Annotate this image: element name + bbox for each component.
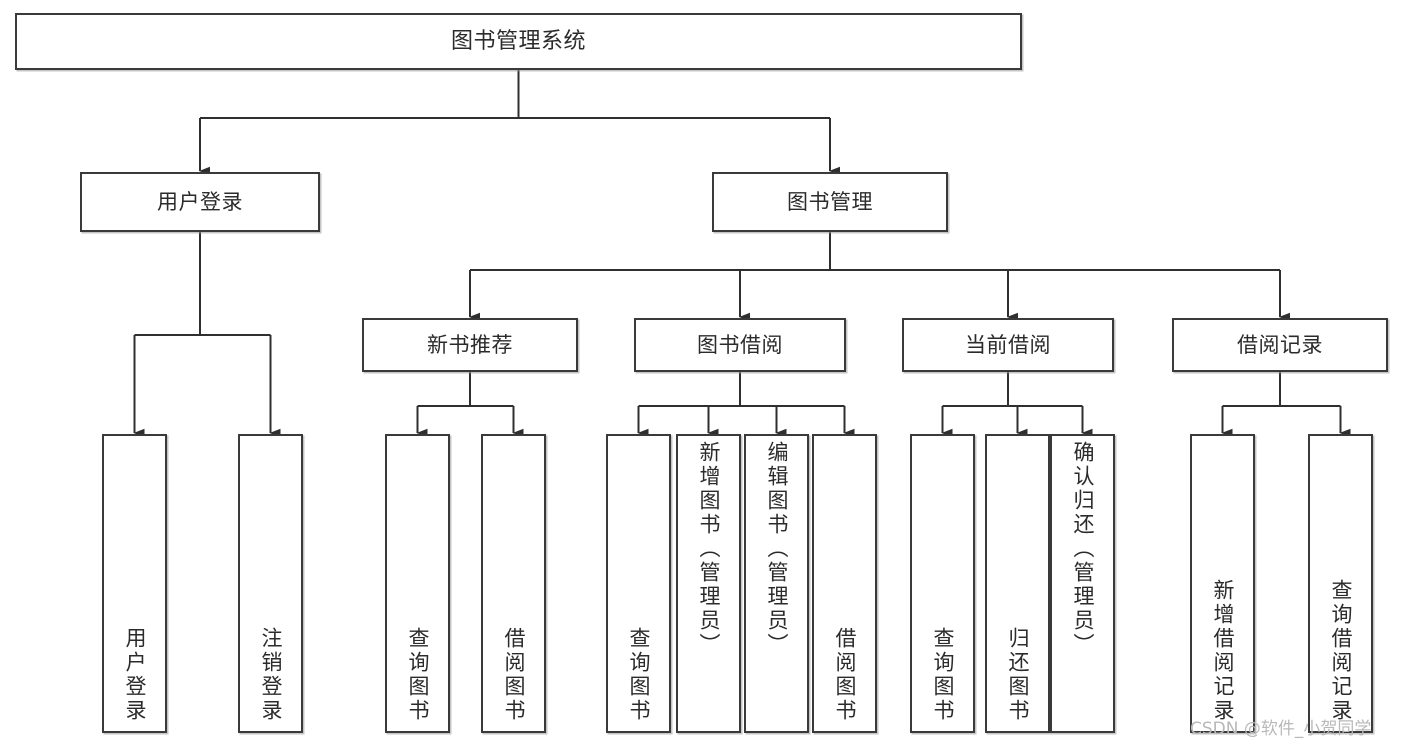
node-label-leaf-cu-cfm: 确认归还（管理员）: [1071, 441, 1095, 657]
node-leaf-login: 用户登录: [102, 434, 167, 733]
node-borrow: 图书借阅: [634, 318, 846, 372]
node-leaf-cu-cfm: 确认归还（管理员）: [1050, 434, 1115, 733]
node-label-leaf-login: 用户登录: [123, 627, 147, 723]
node-label-root: 图书管理系统: [450, 28, 586, 54]
node-label-current: 当前借阅: [965, 332, 1051, 357]
node-leaf-nb-b: 借阅图书: [481, 434, 546, 733]
node-root: 图书管理系统: [15, 13, 1022, 70]
node-newbook: 新书推荐: [362, 318, 578, 372]
node-bookmgmt: 图书管理: [712, 172, 948, 232]
node-label-bookmgmt: 图书管理: [787, 189, 873, 214]
node-leaf-rc-q: 查询借阅记录: [1308, 434, 1373, 733]
node-label-login: 用户登录: [157, 189, 243, 214]
node-leaf-br-q: 查询图书: [606, 434, 671, 733]
node-records: 借阅记录: [1172, 318, 1388, 372]
node-leaf-br-bor: 借阅图书: [812, 434, 877, 733]
node-leaf-nb-q: 查询图书: [385, 434, 450, 733]
node-leaf-rc-add: 新增借阅记录: [1190, 434, 1255, 733]
node-label-leaf-cu-q: 查询图书: [931, 627, 955, 723]
node-label-leaf-nb-b: 借阅图书: [502, 627, 526, 723]
node-leaf-cu-q: 查询图书: [910, 434, 975, 733]
node-label-borrow: 图书借阅: [697, 332, 783, 357]
node-leaf-cu-ret: 归还图书: [985, 434, 1050, 733]
node-label-leaf-rc-q: 查询借阅记录: [1329, 579, 1353, 723]
node-login: 用户登录: [80, 172, 320, 232]
node-label-leaf-cu-ret: 归还图书: [1006, 627, 1030, 723]
node-label-leaf-br-bor: 借阅图书: [833, 627, 857, 723]
node-current: 当前借阅: [902, 318, 1114, 372]
connector-lines: [133, 70, 1351, 438]
node-leaf-logout: 注销登录: [238, 434, 303, 733]
node-label-leaf-nb-q: 查询图书: [406, 627, 430, 723]
node-label-leaf-br-q: 查询图书: [627, 627, 651, 723]
node-label-leaf-br-add: 新增图书（管理员）: [697, 441, 721, 657]
node-label-leaf-br-edit: 编辑图书（管理员）: [765, 441, 789, 657]
node-label-leaf-rc-add: 新增借阅记录: [1211, 579, 1235, 723]
watermark-label: CSDN @软件_小贺同学: [1190, 719, 1372, 739]
node-label-newbook: 新书推荐: [427, 332, 513, 357]
node-label-records: 借阅记录: [1237, 332, 1323, 357]
node-label-leaf-logout: 注销登录: [259, 627, 283, 723]
node-leaf-br-add: 新增图书（管理员）: [676, 434, 741, 733]
node-leaf-br-edit: 编辑图书（管理员）: [744, 434, 809, 733]
